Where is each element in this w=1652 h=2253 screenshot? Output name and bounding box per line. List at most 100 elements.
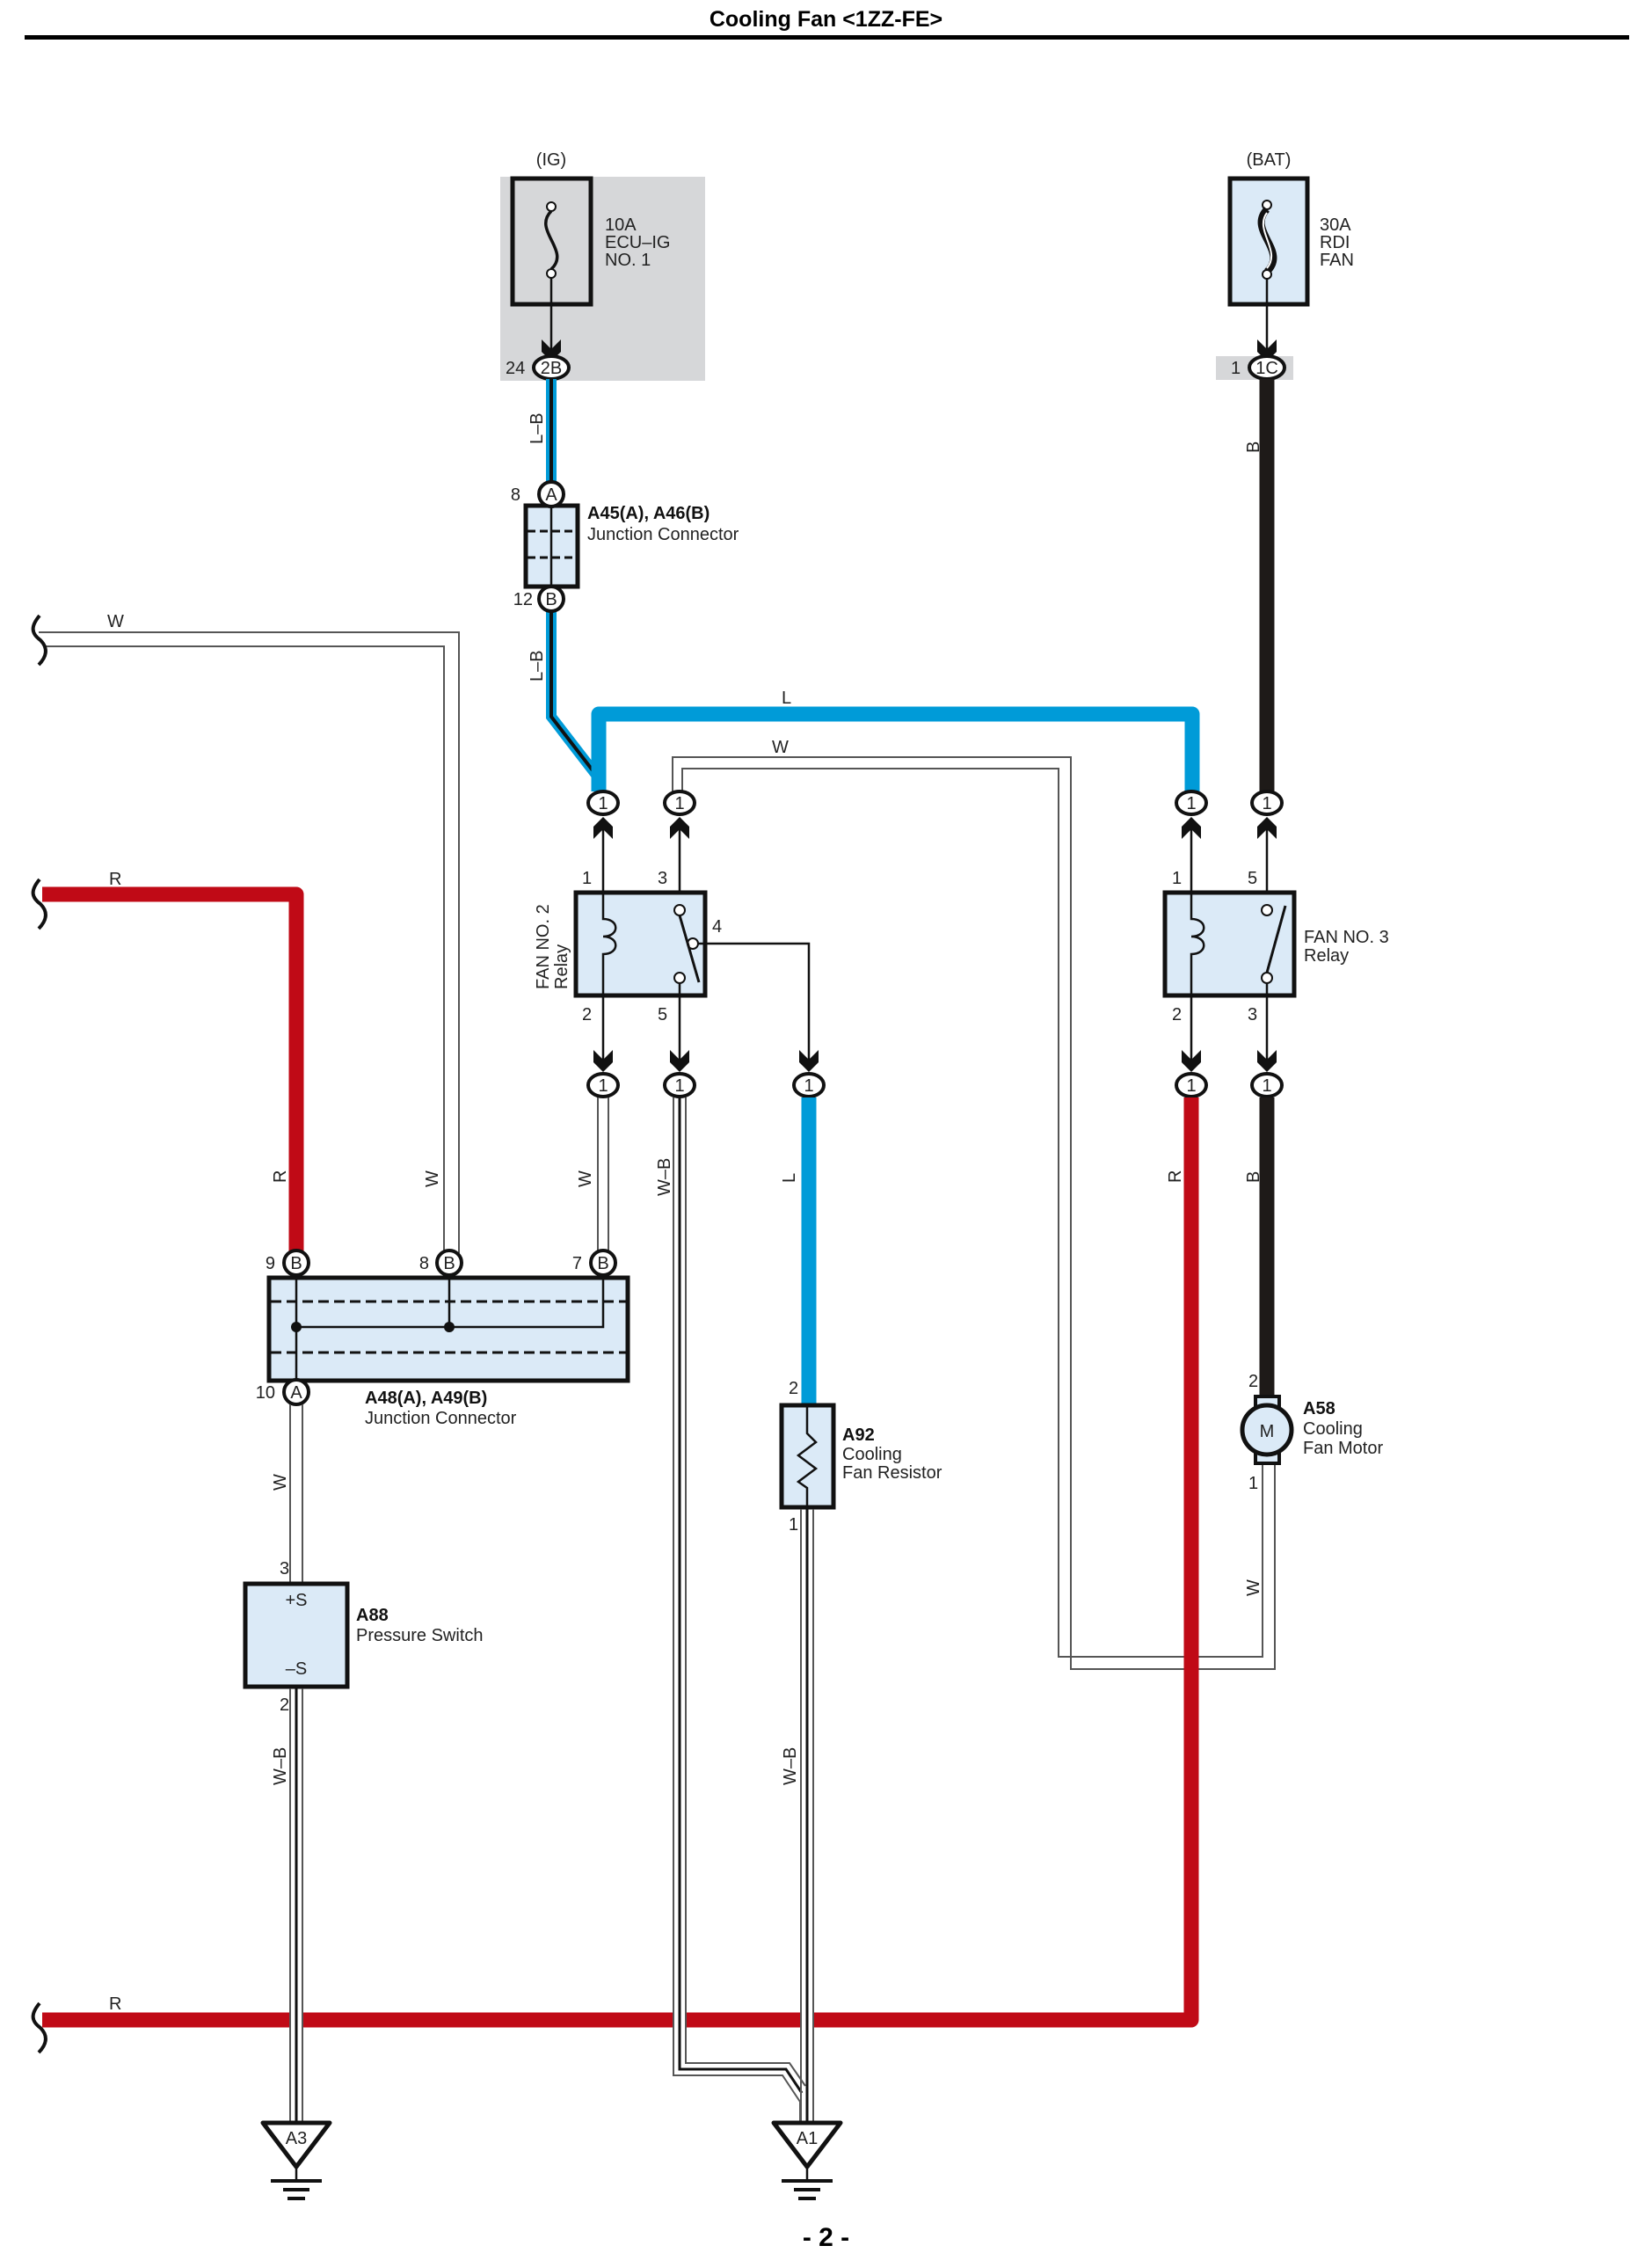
a58-name: Cooling — [1303, 1419, 1363, 1439]
svg-text:1: 1 — [598, 1076, 608, 1096]
wire-w-loop — [672, 756, 1276, 1670]
fuse-ig-name1: ECU–IG — [605, 233, 670, 252]
jc1-name: Junction Connector — [587, 525, 739, 544]
wire-label-r: R — [109, 870, 121, 889]
svg-text:1: 1 — [582, 869, 592, 888]
a58-name2: Fan Motor — [1303, 1439, 1383, 1458]
svg-text:1: 1 — [1248, 1474, 1258, 1493]
fuse-bat-name1: RDI — [1320, 233, 1350, 252]
ground-a3-label: A3 — [286, 2129, 307, 2148]
ground-a1-icon — [771, 2120, 843, 2200]
svg-text:2: 2 — [280, 1695, 289, 1715]
svg-text:1: 1 — [1172, 869, 1182, 888]
cooling-fan-resistor-a92 — [779, 1403, 836, 1510]
motor-m-icon: M — [1260, 1422, 1275, 1441]
junction-connector-a45-a46 — [523, 480, 580, 613]
wire-break-icon — [31, 2001, 47, 2054]
wire-label-lb: L–B — [528, 412, 547, 444]
wire-label-b: B — [1244, 441, 1263, 453]
wire-label-w: W — [271, 1474, 290, 1491]
page-title: Cooling Fan <1ZZ-FE> — [709, 7, 943, 32]
junction-connector-a48-a49 — [266, 1249, 630, 1406]
svg-text:B: B — [545, 590, 557, 609]
wire-label-r: R — [1166, 1170, 1185, 1183]
wire-w-a88 — [289, 1404, 303, 1584]
wire-label-b: B — [1244, 1171, 1263, 1183]
jc2-code: A48(A), A49(B) — [365, 1389, 487, 1408]
fuse-rdi-fan-icon — [1227, 176, 1310, 307]
svg-text:1: 1 — [1262, 1076, 1271, 1096]
svg-text:2: 2 — [1172, 1005, 1182, 1024]
svg-text:B: B — [597, 1254, 608, 1273]
svg-text:3: 3 — [658, 869, 667, 888]
relay-fan-no2 — [573, 817, 819, 1072]
wire-label-w: W — [107, 612, 124, 631]
ground-a3-icon — [260, 2120, 332, 2200]
wire-break-icon — [31, 878, 47, 930]
svg-text:5: 5 — [1248, 869, 1257, 888]
svg-text:2: 2 — [789, 1379, 798, 1398]
svg-text:3: 3 — [280, 1559, 289, 1579]
wire-label-lb: L–B — [528, 650, 547, 682]
wire-label-w: W — [1244, 1579, 1263, 1596]
svg-text:B: B — [290, 1254, 302, 1273]
fuse-ig-name2: NO. 1 — [605, 251, 651, 270]
jc2-name: Junction Connector — [365, 1409, 517, 1428]
svg-text:10: 10 — [256, 1383, 275, 1403]
svg-text:1: 1 — [1262, 794, 1271, 813]
wire-w-relay2 — [597, 1097, 609, 1252]
svg-text:–S: –S — [286, 1659, 307, 1679]
wire-label-wb: W–B — [655, 1158, 674, 1196]
wire-r-bottom — [42, 1097, 1199, 2028]
svg-text:9: 9 — [266, 1254, 275, 1273]
wire-label-w: W — [772, 738, 789, 757]
wire-label-w: W — [423, 1170, 442, 1187]
relay3-name2: Relay — [1304, 946, 1349, 966]
svg-text:1C: 1C — [1255, 359, 1278, 378]
svg-text:1: 1 — [1186, 1076, 1196, 1096]
relay3-name: FAN NO. 3 — [1304, 928, 1389, 947]
svg-text:1: 1 — [789, 1515, 798, 1535]
title-rule — [25, 35, 1629, 40]
page-number: - 2 - — [802, 2223, 850, 2252]
wire-wb-resistor — [800, 1509, 814, 2121]
a92-name: Cooling — [842, 1445, 902, 1464]
wire-label-r: R — [109, 1994, 121, 2014]
svg-text:8: 8 — [511, 485, 520, 505]
svg-text:A: A — [545, 485, 557, 505]
wire-label-w: W — [576, 1170, 595, 1187]
svg-text:4: 4 — [712, 917, 722, 937]
a92-name2: Fan Resistor — [842, 1463, 942, 1483]
wire-wb-a88 — [289, 1688, 303, 2121]
fuse-ig-rating: 10A — [605, 215, 637, 235]
svg-text:B: B — [443, 1254, 455, 1273]
pressure-switch-a88 — [243, 1581, 350, 1689]
svg-text:3: 3 — [1248, 1005, 1257, 1024]
wire-l — [591, 706, 1200, 791]
svg-text:5: 5 — [658, 1005, 667, 1024]
wire-label-r: R — [271, 1170, 290, 1183]
ground-a1-label: A1 — [797, 2129, 818, 2148]
wire-label-l: L — [780, 1173, 799, 1183]
wire-label-wb: W–B — [781, 1747, 800, 1785]
fuse-panel-bg — [500, 177, 705, 381]
wire-label-l: L — [782, 689, 791, 708]
inline-connectors: 1 1 1 1 1 1 1 1 1 — [586, 790, 1284, 1098]
fuse-bat-rating: 30A — [1320, 215, 1351, 235]
pin-1: 1 — [1231, 359, 1241, 378]
wire-wb-relay2 — [673, 1097, 806, 2124]
wire-w-left — [39, 631, 460, 1253]
svg-text:2: 2 — [1248, 1372, 1258, 1391]
svg-text:8: 8 — [419, 1254, 429, 1273]
svg-text:12: 12 — [513, 590, 533, 609]
wire-r-top — [42, 886, 304, 1253]
ig-label: (IG) — [536, 150, 566, 170]
jc1-code: A45(A), A46(B) — [587, 504, 710, 523]
fuse-bat-name2: FAN — [1320, 251, 1354, 270]
svg-text:2: 2 — [582, 1005, 592, 1024]
svg-text:7: 7 — [572, 1254, 582, 1273]
a88-code: A88 — [356, 1606, 389, 1625]
svg-text:1: 1 — [804, 1076, 813, 1096]
svg-text:1: 1 — [598, 794, 608, 813]
